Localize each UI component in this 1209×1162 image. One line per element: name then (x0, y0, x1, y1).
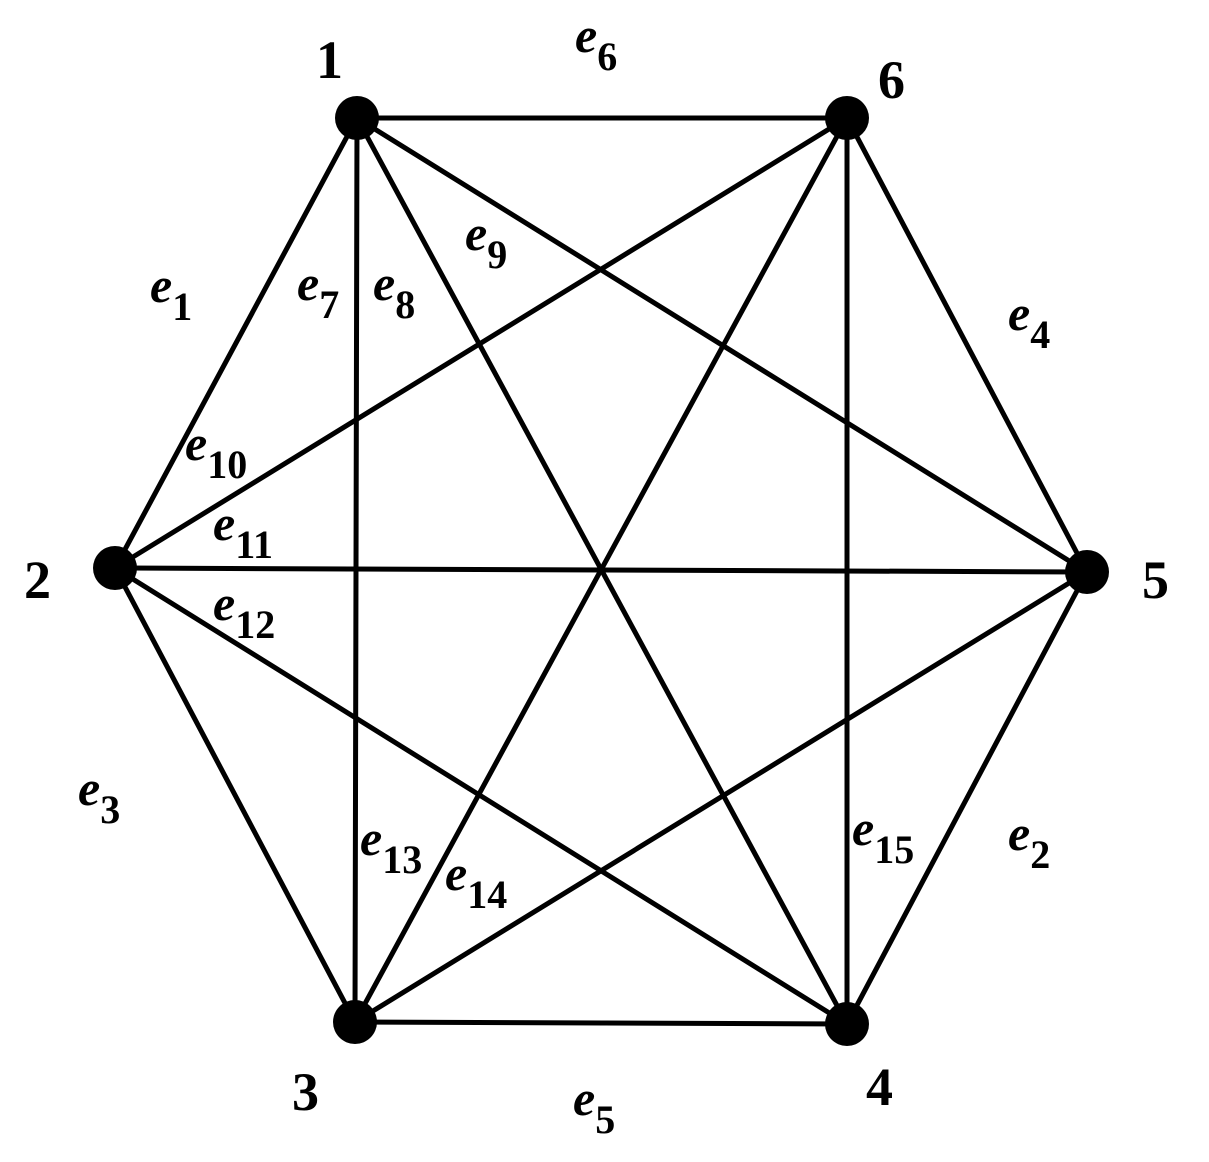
edge-label-subscript: 2 (1030, 832, 1050, 877)
edge-label-subscript: 8 (395, 282, 415, 327)
vertex-4 (825, 1002, 869, 1046)
edge-label-letter: e (213, 575, 235, 631)
edge-label-e4: e4 (1008, 285, 1050, 357)
edge-label-subscript: 3 (100, 787, 120, 832)
edge-label-subscript: 10 (207, 442, 247, 487)
edge-label-e12: e12 (213, 575, 275, 647)
edge-e1 (112, 115, 360, 571)
edge-label-subscript: 13 (382, 837, 422, 882)
edge-label-e15: e15 (852, 800, 914, 872)
edge-label-subscript: 1 (172, 284, 192, 329)
edge-label-e5: e5 (573, 1070, 615, 1142)
edge-label-letter: e (360, 810, 382, 866)
edge-label-subscript: 12 (235, 602, 275, 647)
vertex-6 (825, 96, 869, 140)
vertex-label-4: 4 (866, 1057, 893, 1117)
edge-e12 (112, 565, 850, 1027)
edge-label-e9: e9 (465, 205, 507, 277)
edge-e5 (352, 1019, 850, 1027)
edge-label-subscript: 9 (487, 232, 507, 277)
vertex-2 (93, 546, 137, 590)
edge-e10 (112, 115, 850, 571)
edge-label-e13: e13 (360, 810, 422, 882)
edge-label-e6: e6 (575, 7, 617, 79)
edge-label-letter: e (1008, 285, 1030, 341)
edge-label-letter: e (78, 760, 100, 816)
edge-label-e11: e11 (213, 495, 273, 567)
edge-label-e2: e2 (1008, 805, 1050, 877)
edge-label-letter: e (465, 205, 487, 261)
edge-label-letter: e (575, 7, 597, 63)
vertex-label-2: 2 (24, 550, 51, 610)
edge-label-subscript: 15 (874, 827, 914, 872)
edge-label-letter: e (373, 255, 395, 311)
nodes-layer (93, 96, 1109, 1046)
vertex-5 (1065, 550, 1109, 594)
vertex-label-5: 5 (1142, 550, 1169, 610)
edge-label-letter: e (213, 495, 235, 551)
edge-label-e3: e3 (78, 760, 120, 832)
edges-layer (112, 115, 1090, 1027)
edge-label-letter: e (445, 845, 467, 901)
edge-label-letter: e (297, 255, 319, 311)
edge-label-subscript: 6 (597, 34, 617, 79)
edge-e4 (844, 115, 1090, 575)
edge-label-subscript: 11 (235, 522, 273, 567)
edge-label-subscript: 5 (595, 1097, 615, 1142)
edge-label-subscript: 4 (1030, 312, 1050, 357)
edge-e13 (352, 115, 850, 1025)
edge-label-e14: e14 (445, 845, 507, 917)
edge-label-letter: e (185, 415, 207, 471)
vertex-3 (333, 1000, 377, 1044)
vertex-1 (335, 96, 379, 140)
edge-label-subscript: 14 (467, 872, 507, 917)
edge-e2 (844, 569, 1090, 1027)
edge-label-e7: e7 (297, 255, 339, 327)
vertex-label-6: 6 (878, 50, 905, 110)
edge-label-letter: e (150, 257, 172, 313)
vertex-label-1: 1 (316, 30, 343, 90)
edge-label-letter: e (573, 1070, 595, 1126)
edge-label-subscript: 7 (319, 282, 339, 327)
edge-label-e10: e10 (185, 415, 247, 487)
edge-label-e8: e8 (373, 255, 415, 327)
edge-label-letter: e (1008, 805, 1030, 861)
vertex-label-3: 3 (292, 1062, 319, 1122)
edge-label-letter: e (852, 800, 874, 856)
edge-label-e1: e1 (150, 257, 192, 329)
edge-e14 (352, 569, 1090, 1025)
edge-e3 (112, 565, 358, 1025)
